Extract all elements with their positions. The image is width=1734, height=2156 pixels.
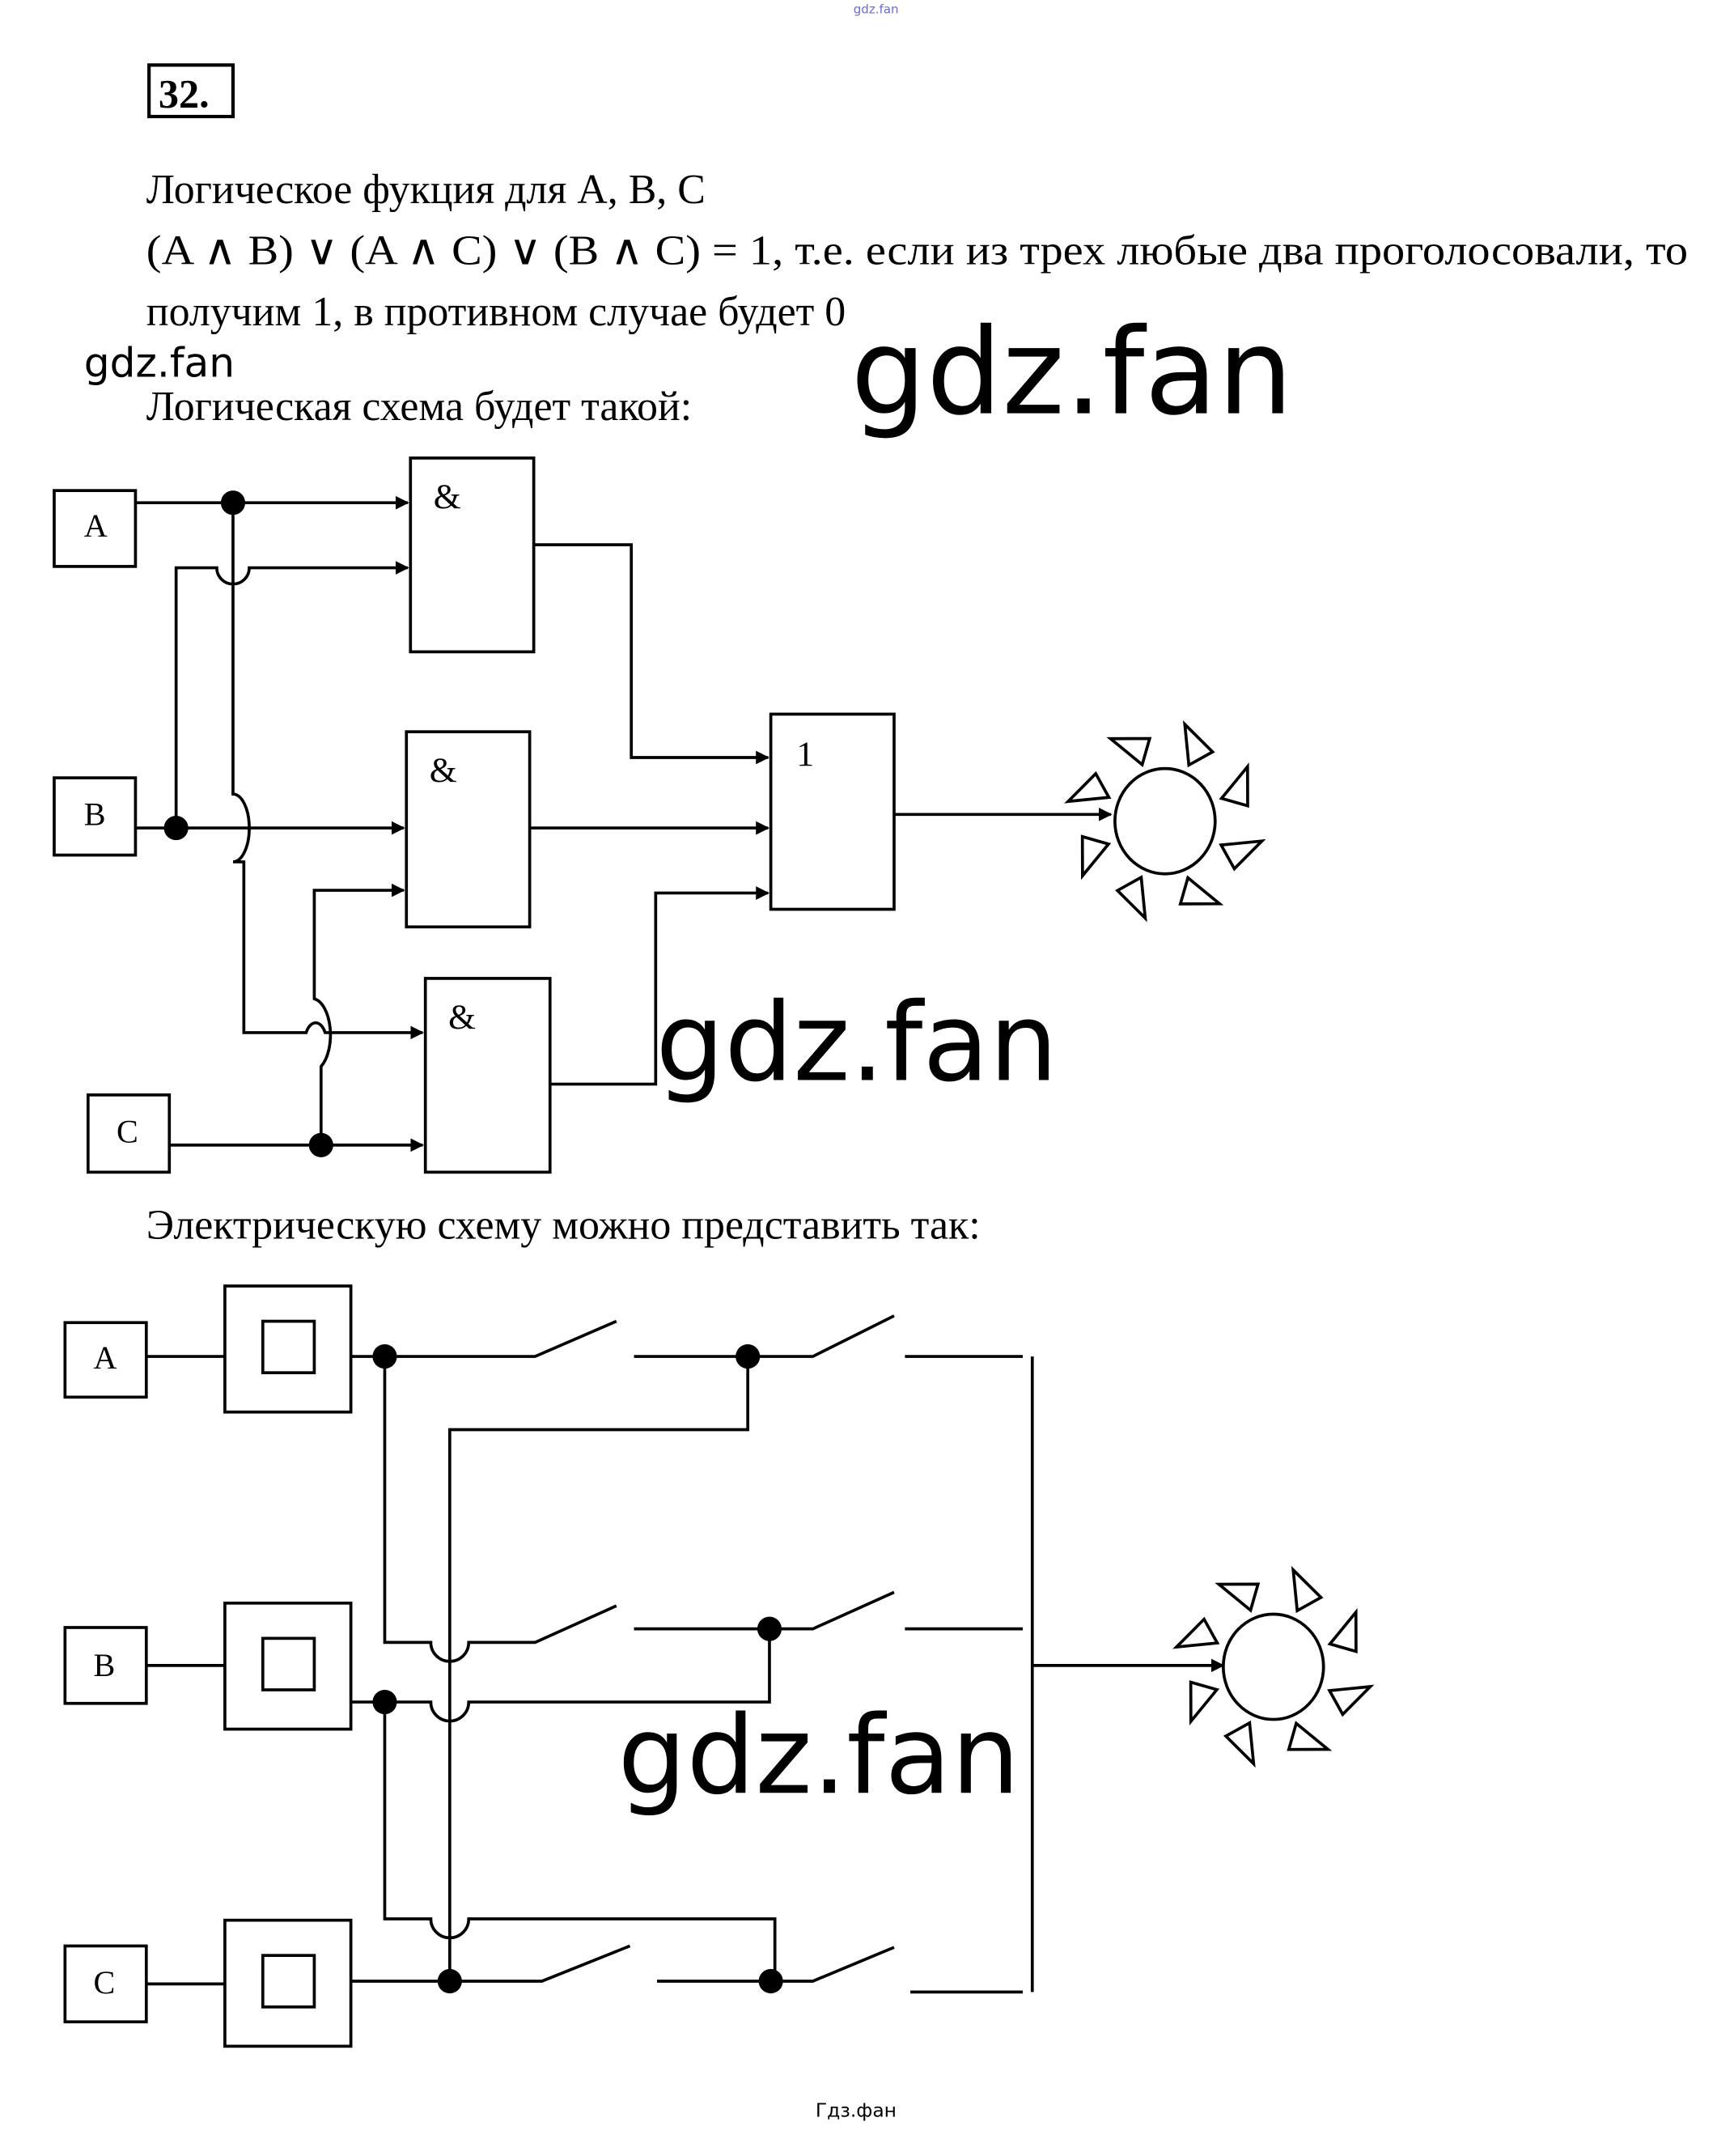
lamp-ray	[1287, 1721, 1333, 1751]
footer-watermark: Гдз.фан	[816, 2099, 897, 2121]
lamp-ray	[1223, 1720, 1256, 1768]
lamp-ray	[1219, 838, 1266, 872]
input-label-a: A	[94, 1339, 117, 1376]
lamp-ray	[1106, 736, 1152, 768]
junction-dot	[372, 1690, 397, 1715]
electric-wires	[146, 1314, 1225, 1994]
lamp-ray	[1327, 1608, 1358, 1653]
lamp-ray	[1182, 720, 1215, 768]
and-gate-3	[423, 977, 552, 1174]
problem-number: 32.	[159, 70, 210, 116]
junction-dot	[220, 490, 246, 516]
and-gate-1-label: &	[434, 477, 461, 516]
input-label-c: C	[94, 1964, 116, 2001]
or-gate-label: 1	[796, 735, 814, 774]
lamp-ray	[1115, 875, 1147, 923]
lamp-ray	[1178, 875, 1224, 906]
lamp-ray	[1291, 1565, 1324, 1614]
or-gate	[769, 712, 896, 911]
lamp-bulb	[1221, 1612, 1325, 1721]
text-line-3: получим 1, в противном случае будет 0	[146, 289, 846, 335]
logic-caption: Логическая схема будет такой:	[146, 384, 692, 430]
and-gate-3-label: &	[448, 998, 476, 1037]
electric-caption: Электрическую схему можно представить та…	[146, 1202, 981, 1248]
junction-dot	[437, 1968, 462, 1994]
problem-number-box	[147, 63, 235, 119]
input-label-c: C	[117, 1114, 138, 1150]
lamp-ray	[1219, 762, 1249, 808]
and-gate-2	[405, 730, 532, 929]
lamp-ray	[1172, 1616, 1220, 1649]
top-watermark: gdz.fan	[854, 2, 899, 17]
lamp-ray	[1064, 770, 1112, 804]
input-box-b	[53, 776, 138, 857]
lamp-icon	[1172, 1565, 1375, 1768]
input-box-a	[63, 1321, 148, 1399]
lamp-ray	[1189, 1680, 1220, 1726]
logic-diagram: A B C & & & 1	[53, 456, 1266, 1174]
logic-wires	[135, 495, 1113, 1152]
lamp-ray	[1327, 1684, 1375, 1717]
relay-icon	[223, 1284, 353, 1414]
text-line-1: Логическое фукция для A, B, C	[146, 167, 706, 213]
electric-diagram: A B C	[63, 1284, 1375, 2048]
junction-dot	[308, 1132, 333, 1157]
lamp-bulb	[1113, 766, 1217, 876]
input-label-b: B	[84, 796, 106, 833]
and-gate-1	[409, 456, 536, 654]
relay-icon	[223, 1918, 353, 2048]
watermark-large: gdz.fan	[850, 303, 1293, 442]
input-label-a: A	[84, 507, 108, 544]
junction-dot	[757, 1616, 782, 1641]
lamp-icon	[1064, 720, 1266, 923]
lamp-ray	[1080, 834, 1112, 881]
watermark-large: gdz.fan	[655, 980, 1058, 1106]
input-box-c	[63, 1944, 148, 2024]
relay-icon	[223, 1601, 353, 1731]
watermark-large: gdz.fan	[617, 1692, 1020, 1819]
junction-dot	[163, 816, 189, 841]
watermark-small: gdz.fan	[84, 338, 235, 386]
text-line-2: (A ∧ B) ∨ (A ∧ C) ∨ (B ∧ C) = 1, т.е. ес…	[146, 228, 1688, 274]
junction-dot	[372, 1344, 397, 1369]
junction-dot	[758, 1968, 783, 1994]
lamp-ray	[1215, 1582, 1261, 1613]
input-box-c	[86, 1093, 172, 1174]
input-box-a	[53, 489, 138, 568]
input-label-b: B	[94, 1647, 116, 1683]
and-gate-2-label: &	[430, 751, 457, 790]
junction-dot	[736, 1344, 761, 1369]
